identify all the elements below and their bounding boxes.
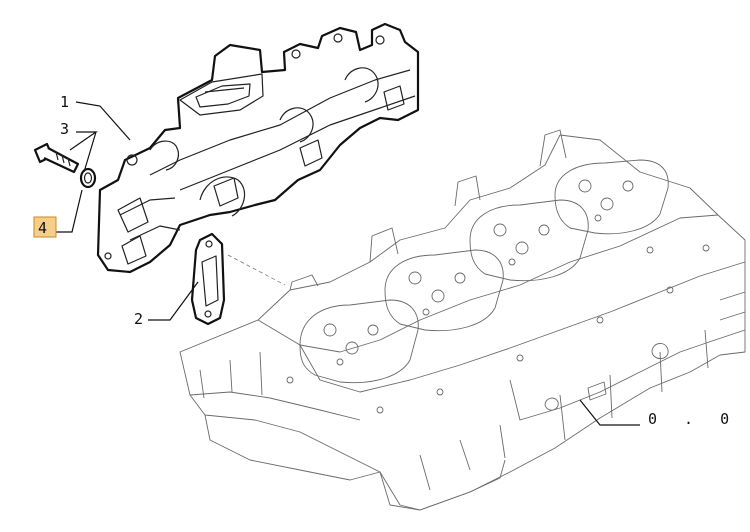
- callout-2[interactable]: 2: [134, 310, 143, 328]
- cylinder-head: [179, 129, 746, 511]
- alignment-line: [227, 254, 286, 286]
- callout-4-highlight: [33, 216, 57, 238]
- leader-line-ref: [579, 399, 640, 426]
- callout-3[interactable]: 3: [60, 120, 69, 138]
- leader-line-2: [148, 281, 199, 321]
- leader-line-1: [75, 101, 131, 141]
- leader-line-3: [69, 131, 98, 173]
- leader-line-4: [56, 189, 83, 233]
- reference-label[interactable]: 0 . 0 6 0: [648, 410, 750, 428]
- washer: [79, 167, 97, 189]
- callout-4[interactable]: 4: [38, 219, 47, 237]
- manifold-bolt: [33, 142, 80, 174]
- exhaust-manifold: [96, 22, 420, 274]
- manifold-gasket: [190, 232, 226, 326]
- callout-1[interactable]: 1: [60, 93, 69, 111]
